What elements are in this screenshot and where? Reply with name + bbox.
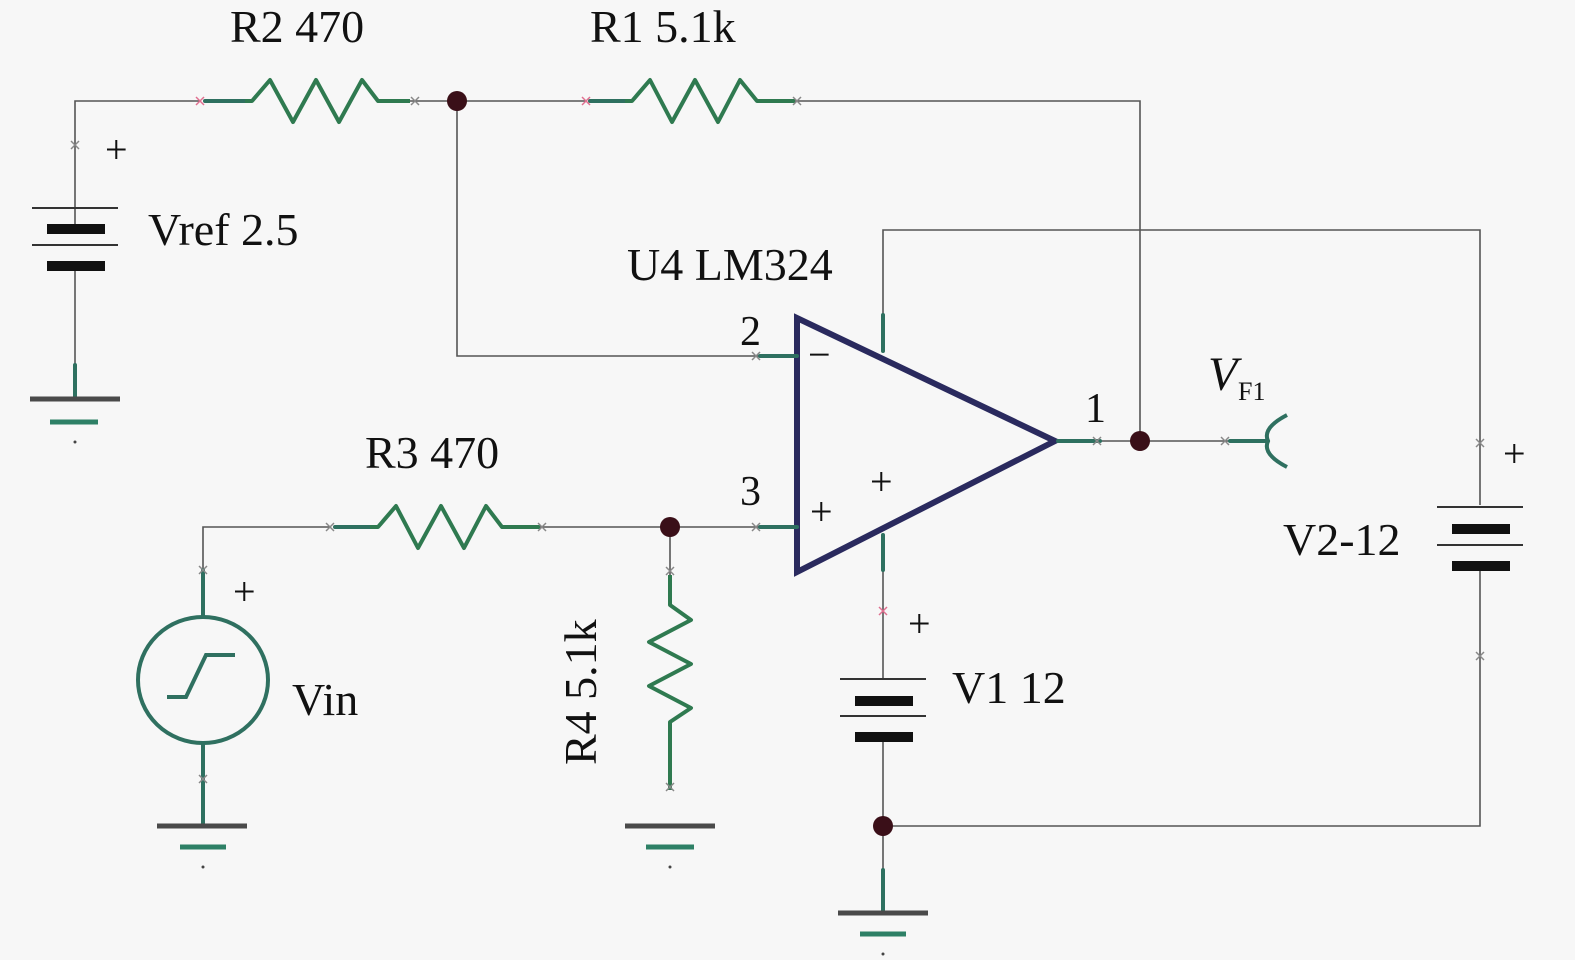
label-r1: R1 5.1k: [590, 1, 736, 52]
junction-node-noninv: [660, 517, 680, 537]
inverting-sign: −: [808, 332, 831, 377]
label-r4: R4 5.1k: [555, 619, 606, 765]
battery-vref[interactable]: [32, 140, 118, 271]
probe-label: V: [1208, 348, 1242, 401]
vin-plus-sign: +: [233, 569, 256, 614]
probe-vf1[interactable]: [1220, 413, 1288, 469]
wire-vref-r2: [74, 100, 200, 230]
resistor-r2[interactable]: [195, 78, 420, 124]
battery-v1[interactable]: [840, 678, 926, 742]
wire-inverting-input: [456, 101, 760, 357]
wire-vplus-v2: [882, 229, 1481, 505]
wire-r1-feedback: [795, 100, 1141, 441]
non-inverting-sign: +: [810, 489, 833, 534]
resistor-r3[interactable]: [325, 504, 547, 550]
v1-plus-sign: +: [908, 601, 931, 646]
step-waveform-icon: [167, 653, 235, 699]
label-v2: V2-12: [1283, 514, 1401, 565]
label-r3: R3 470: [365, 427, 499, 478]
label-r2: R2 470: [230, 1, 364, 52]
resistor-r4[interactable]: [647, 566, 693, 792]
label-vref: Vref 2.5: [148, 204, 299, 255]
ground-vin: [157, 823, 247, 869]
label-u4: U4 LM324: [627, 239, 833, 290]
wire-vin-r3: [202, 526, 330, 570]
junction-supply-ground: [873, 816, 893, 836]
pin-label-3: 3: [740, 469, 761, 515]
vref-plus-sign: +: [105, 127, 128, 172]
supply-sign: +: [870, 459, 893, 504]
ground-vref: [30, 363, 120, 444]
source-vin[interactable]: [136, 565, 270, 828]
label-v1: V1 12: [952, 662, 1066, 713]
ground-r4: [625, 823, 715, 869]
battery-v2[interactable]: [1437, 438, 1523, 661]
resistor-r1[interactable]: [581, 78, 802, 124]
pin-label-1: 1: [1085, 386, 1106, 432]
pin-label-2: 2: [740, 309, 761, 355]
opamp-u4[interactable]: [751, 313, 1102, 616]
probe-subscript: F1: [1238, 377, 1265, 406]
ground-supply: [838, 868, 928, 956]
junction-node-inv: [447, 91, 467, 111]
junction-output: [1130, 431, 1150, 451]
v2-plus-sign: +: [1503, 431, 1526, 476]
label-vin: Vin: [292, 674, 358, 725]
